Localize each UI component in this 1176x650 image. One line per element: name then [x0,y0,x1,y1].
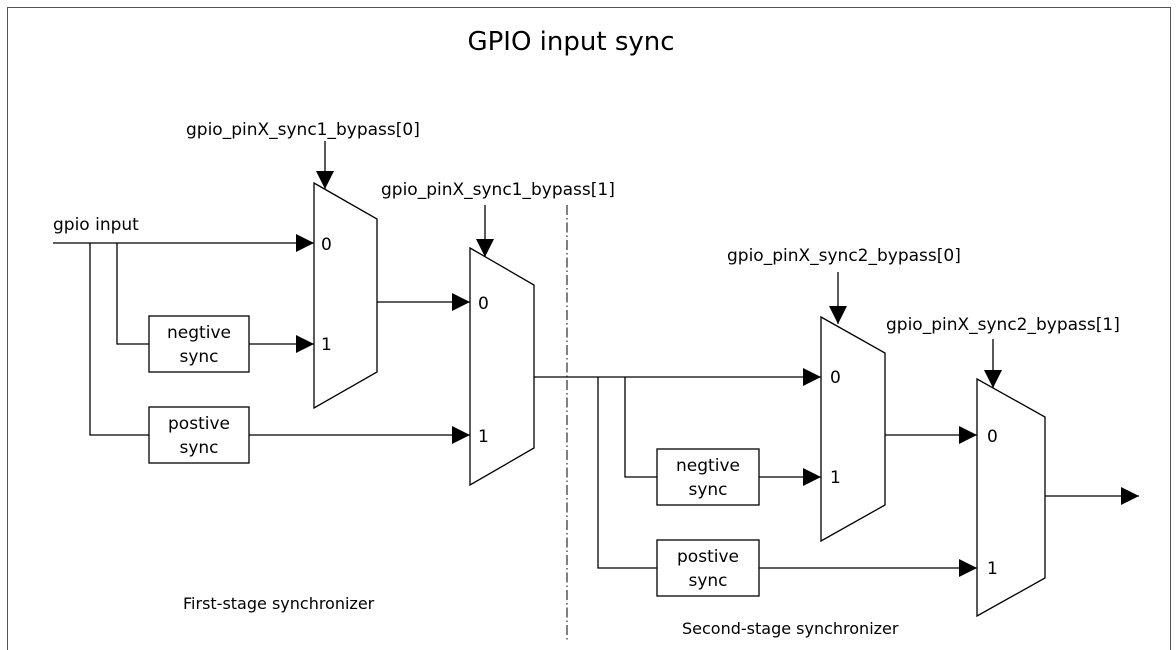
neg-sync-2-line1: negtive [676,456,740,476]
mux-stage2-second-in1: 1 [987,559,998,579]
pos-sync-1-line1: postive [168,414,230,434]
wire-input-to-pos-sync-1 [89,243,149,436]
neg-sync-block-1 [148,315,250,373]
mux-stage1-second [469,246,535,487]
mux-stage1-second-in0: 0 [478,294,489,314]
pos-sync-2-line1: postive [677,547,739,567]
neg-sync-1-line1: negtive [167,323,231,343]
mux-stage2-first-select-label: gpio_pinX_sync2_bypass[0] [727,246,961,266]
mux-stage2-second-select-label: gpio_pinX_sync2_bypass[1] [886,315,1120,335]
neg-sync-1-line2: sync [179,347,218,367]
stage2-label: Second-stage synchronizer [682,619,899,638]
mux-stage1-first-select-label: gpio_pinX_sync1_bypass[0] [186,120,420,140]
gpio-input-label: gpio input [53,215,139,235]
mux-stage1-first-in1: 1 [321,335,332,355]
mux-stage2-second-in0: 0 [987,427,998,447]
neg-sync-block-2 [656,448,760,506]
mux-stage1-second-in1: 1 [478,427,489,447]
mux-stage1-first-in0: 0 [321,235,332,255]
mux-stage2-first-in0: 0 [830,368,841,388]
mux-stage1-first [313,181,378,410]
pos-sync-1-line2: sync [179,438,218,458]
mux-stage2-first [820,315,886,543]
diagram-frame [7,7,1171,650]
neg-sync-2-line2: sync [688,480,727,500]
pos-sync-block-1 [148,406,250,464]
wire-to-neg-sync-2 [624,377,657,478]
diagram-title: GPIO input sync [467,27,674,57]
wire-to-pos-sync-2 [597,377,657,569]
mux-stage2-second [976,377,1046,618]
mux-stage1-second-select-label: gpio_pinX_sync1_bypass[1] [381,180,615,200]
wire-input-to-neg-sync-1 [116,243,149,345]
mux-stage2-first-in1: 1 [830,468,841,488]
pos-sync-2-line2: sync [688,571,727,591]
pos-sync-block-2 [656,539,760,597]
stage1-label: First-stage synchronizer [183,594,375,613]
